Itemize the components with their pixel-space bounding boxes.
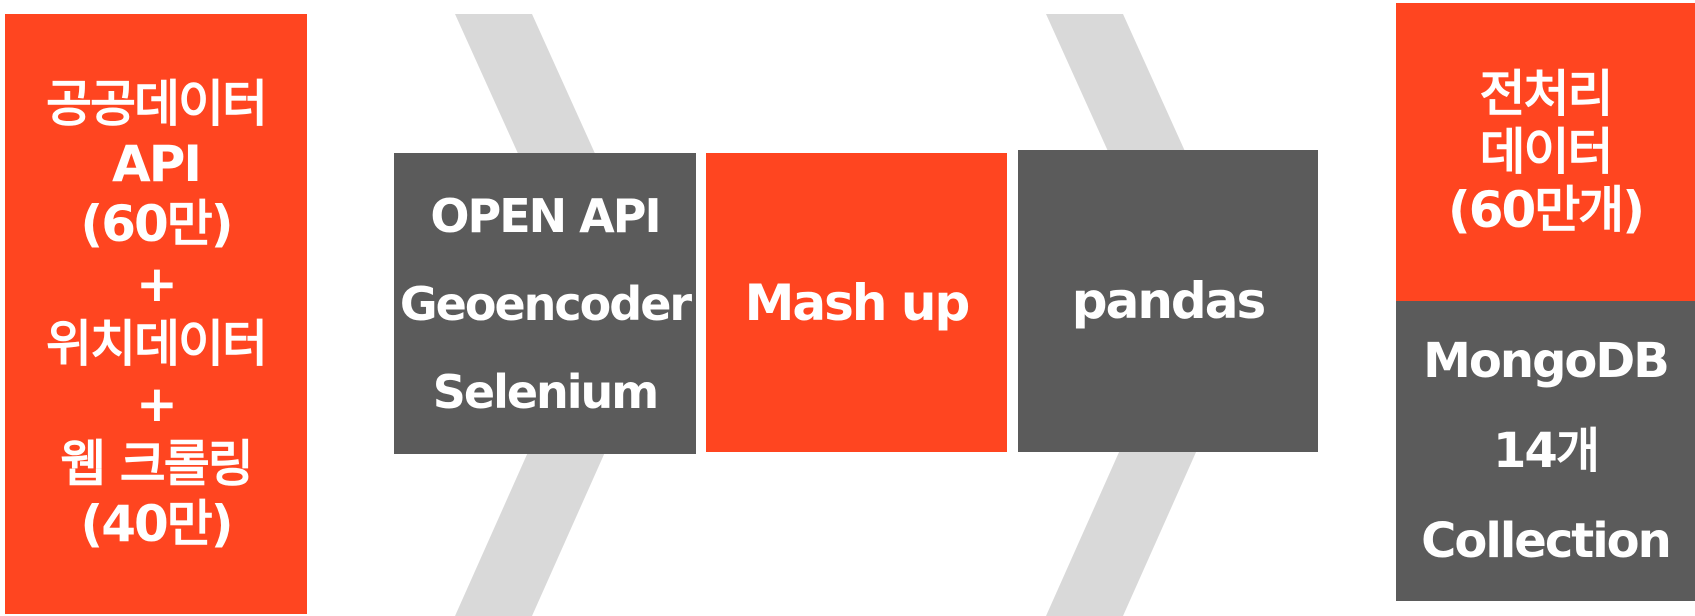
source-line: 웹 크롤링 bbox=[60, 435, 253, 493]
source-line: API bbox=[112, 135, 202, 193]
source-line: (60만) bbox=[80, 195, 233, 253]
pandas-box: pandas bbox=[1018, 150, 1318, 452]
source-line: (40만) bbox=[80, 495, 233, 553]
mongodb-box: MongoDB 14개 Collection bbox=[1396, 301, 1695, 601]
mashup-label: Mash up bbox=[744, 273, 971, 332]
tool-label: OPEN API bbox=[430, 188, 661, 243]
preprocessed-data-box: 전처리 데이터 (60만개) bbox=[1396, 3, 1695, 301]
mongodb-line: Collection bbox=[1421, 513, 1672, 569]
mashup-box: Mash up bbox=[706, 153, 1007, 452]
source-line: 공공데이터 bbox=[46, 75, 268, 133]
mongodb-line: MongoDB bbox=[1423, 333, 1670, 389]
source-line: + bbox=[136, 375, 178, 433]
preprocessed-line: (60만개) bbox=[1447, 181, 1645, 239]
preprocessed-line: 데이터 bbox=[1479, 123, 1614, 181]
source-line: 위치데이터 bbox=[46, 315, 268, 373]
mongodb-line: 14개 bbox=[1493, 423, 1600, 479]
source-line: + bbox=[136, 255, 178, 313]
public-data-source-box: 공공데이터 API (60만) + 위치데이터 + 웹 크롤링 (40만) bbox=[5, 14, 307, 614]
tool-label: Geoencoder bbox=[399, 276, 692, 331]
tool-label: Selenium bbox=[432, 364, 659, 419]
pandas-label: pandas bbox=[1071, 272, 1266, 330]
collection-tools-box: OPEN API Geoencoder Selenium bbox=[394, 153, 696, 454]
preprocessed-line: 전처리 bbox=[1479, 65, 1614, 123]
